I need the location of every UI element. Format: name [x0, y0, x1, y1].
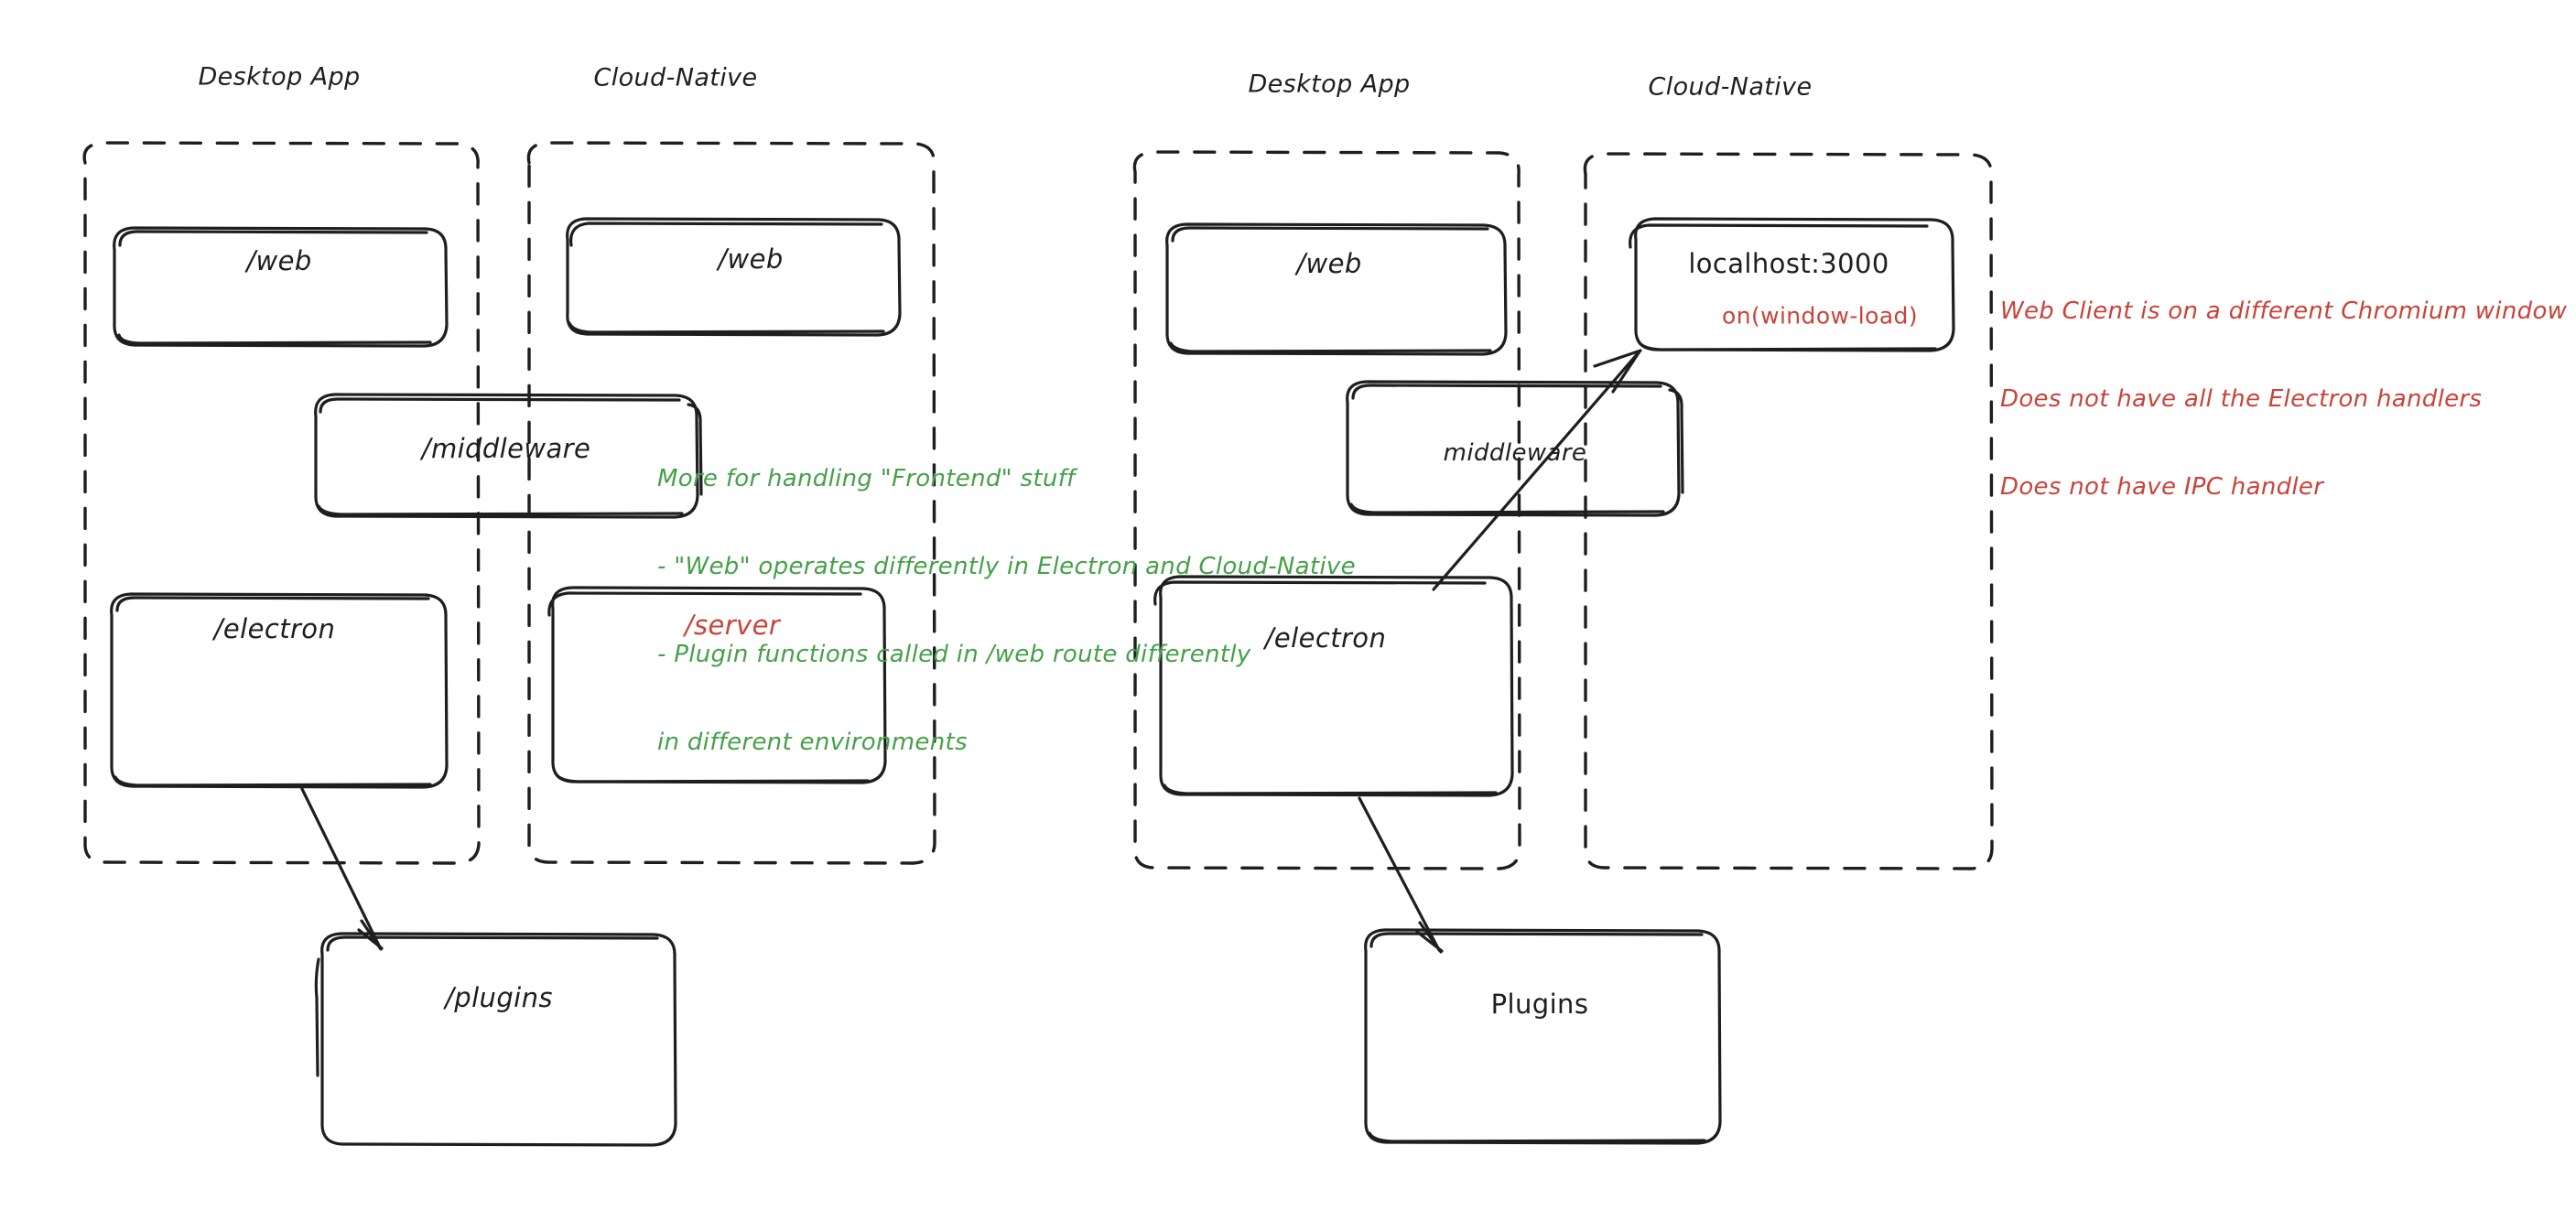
node-label-left-cloud-web: /web — [718, 243, 784, 275]
node-left-plugins — [314, 932, 677, 1147]
node-right-plugins — [1364, 928, 1722, 1145]
note-green-line-1: More for handling "Frontend" stuff — [657, 465, 1076, 492]
group-label-left-desktop-app: Desktop App — [198, 62, 361, 92]
node-left-cloud-web — [566, 217, 902, 337]
note-red-line-2: Does not have all the Electron handlers — [2000, 385, 2483, 413]
note-red-line-1: Web Client is on a different Chromium wi… — [2000, 297, 2568, 325]
group-left-cloud-native — [526, 141, 936, 865]
node-right-middleware — [1346, 380, 1684, 517]
node-left-server — [547, 586, 887, 784]
node-label-left-middleware: /middleware — [421, 433, 591, 464]
note-green-frontend: More for handling "Frontend" stuff - "We… — [657, 405, 1356, 816]
node-left-desktop-web — [113, 226, 449, 348]
node-right-desktop-web — [1165, 222, 1508, 356]
node-label-left-desktop-web: /web — [246, 245, 312, 276]
node-label-right-middleware: middleware — [1443, 439, 1587, 467]
node-label-left-server: /server — [684, 610, 781, 641]
node-label-right-localhost-sub: on(window-load) — [1722, 302, 1918, 330]
group-right-desktop-app — [1132, 150, 1521, 870]
note-green-line-3: - Plugin functions called in /web route … — [657, 641, 1251, 668]
group-label-left-cloud-native: Cloud-Native — [593, 63, 758, 92]
arrow-right-electron-to-plugins — [1358, 796, 1444, 954]
node-label-right-desktop-web: /web — [1296, 248, 1362, 279]
group-left-desktop-app — [82, 141, 481, 865]
node-label-right-localhost: localhost:3000 — [1688, 248, 1889, 279]
group-label-right-desktop-app: Desktop App — [1248, 70, 1411, 99]
note-green-line-2: - "Web" operates differently in Electron… — [657, 553, 1356, 580]
node-right-localhost — [1629, 217, 1955, 352]
node-label-right-electron: /electron — [1264, 622, 1387, 654]
node-left-electron — [110, 592, 449, 789]
arrow-right-electron-to-localhost — [1432, 349, 1642, 591]
note-red-web-client: Web Client is on a different Chromium wi… — [2000, 238, 2567, 560]
group-right-cloud-native — [1583, 152, 1994, 870]
group-label-right-cloud-native: Cloud-Native — [1648, 72, 1813, 102]
node-label-right-plugins: Plugins — [1490, 989, 1589, 1020]
note-green-line-4: in different environments — [657, 729, 968, 756]
note-red-line-3: Does not have IPC handler — [2000, 473, 2324, 501]
arrow-left-electron-to-plugins — [300, 787, 384, 951]
node-left-middleware — [314, 393, 703, 519]
node-label-left-plugins: /plugins — [445, 982, 553, 1013]
node-label-left-electron: /electron — [213, 613, 336, 644]
node-right-electron — [1153, 575, 1514, 797]
